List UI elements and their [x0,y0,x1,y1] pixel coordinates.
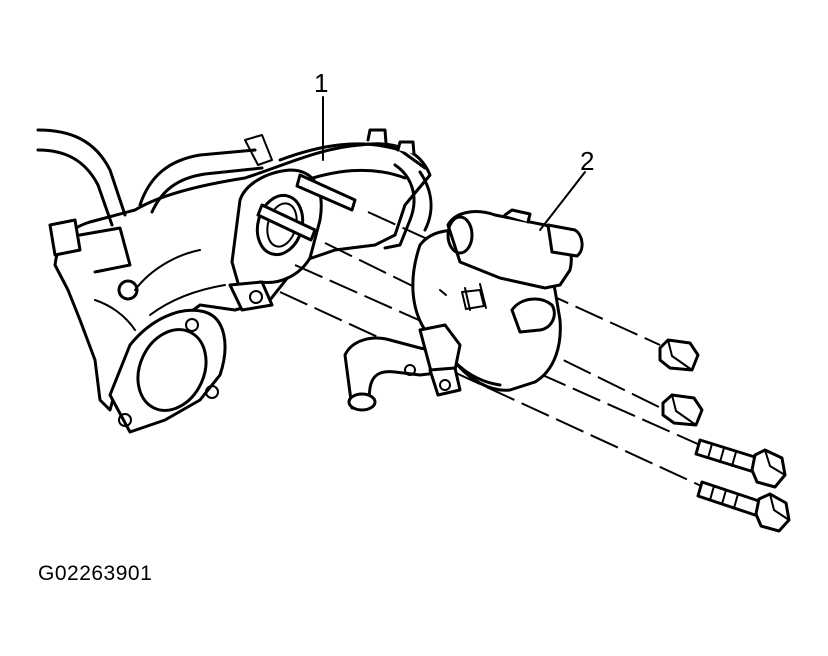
nut-upper [658,338,700,372]
nut-lower [661,393,704,427]
callout-1-label: 1 [314,68,328,98]
bolt-lower [696,480,791,533]
callout-2-label: 2 [580,146,594,176]
intake-manifold [48,128,433,412]
manifold-flange [108,308,227,434]
vacuum-hoses [36,128,273,227]
bolt-upper [694,438,787,489]
callout-leader-2 [539,171,586,231]
coolant-tube [343,323,462,412]
figure-id: G02263901 [38,562,153,585]
throttle-mount-flange [228,168,357,312]
